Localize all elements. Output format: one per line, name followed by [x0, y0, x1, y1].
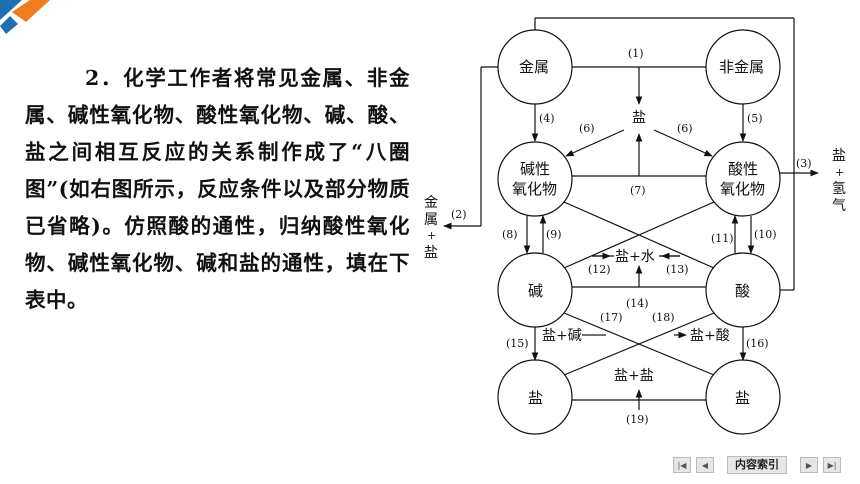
- basic-oxide-circle: [497, 141, 573, 217]
- side-left-4: 盐: [424, 245, 438, 261]
- label-9: (9): [546, 228, 562, 241]
- page-navigation: |◀ ◀ 内容索引 ▶ ▶|: [673, 455, 841, 475]
- next-page-icon[interactable]: ▶: [800, 457, 818, 473]
- label-14: (14): [626, 297, 649, 310]
- node-acidic-oxide-line1: 酸性: [728, 160, 758, 178]
- node-salt-left: 盐: [528, 389, 543, 407]
- label-19: (19): [626, 413, 649, 426]
- side-right-2: +: [835, 166, 844, 179]
- last-page-icon[interactable]: ▶|: [823, 457, 841, 473]
- label-8: (8): [502, 228, 518, 241]
- product-salt-water: 盐+水: [615, 249, 655, 265]
- node-base: 碱: [528, 282, 543, 300]
- label-16: (16): [746, 337, 769, 350]
- question-body: 化学工作者将常见金属、非金属、碱性氧化物、酸性氧化物、碱、酸、盐之间相互反应的关…: [25, 66, 411, 312]
- question-number: 2．: [85, 66, 124, 90]
- node-basic-oxide-line1: 碱性: [520, 160, 550, 178]
- question-text: 2．化学工作者将常见金属、非金属、碱性氧化物、酸性氧化物、碱、酸、盐之间相互反应…: [25, 60, 410, 319]
- side-left-2: 属: [424, 212, 438, 228]
- label-7: (7): [630, 184, 646, 197]
- node-nonmetal: 非金属: [719, 58, 764, 76]
- label-11: (11): [711, 232, 734, 245]
- product-salt-acid: 盐+酸: [690, 328, 730, 344]
- node-acid: 酸: [735, 282, 750, 300]
- node-acidic-oxide-line2: 氧化物: [720, 180, 765, 198]
- label-13: (13): [666, 263, 689, 276]
- label-1: (1): [628, 47, 644, 60]
- label-18: (18): [652, 311, 675, 324]
- node-salt-right: 盐: [735, 389, 750, 407]
- label-15: (15): [506, 337, 529, 350]
- label-10: (10): [754, 228, 777, 241]
- side-left-1: 金: [424, 195, 438, 211]
- label-6a: (6): [579, 122, 595, 135]
- label-12: (12): [588, 263, 611, 276]
- node-basic-oxide-line2: 氧化物: [512, 180, 557, 198]
- content-index-button[interactable]: 内容索引: [727, 456, 787, 474]
- label-5: (5): [747, 112, 763, 125]
- corner-logo: [0, 0, 50, 34]
- node-metal: 金属: [519, 58, 549, 76]
- side-left-3: +: [427, 229, 436, 242]
- first-page-icon[interactable]: |◀: [673, 457, 691, 473]
- label-2: (2): [451, 208, 467, 221]
- product-salt-salt: 盐+盐: [614, 368, 654, 384]
- product-salt-top: 盐: [632, 110, 646, 126]
- label-4: (4): [539, 112, 555, 125]
- acidic-oxide-circle: [705, 141, 781, 217]
- label-17: (17): [600, 311, 623, 324]
- side-right-3: 氢: [832, 181, 846, 197]
- label-6b: (6): [677, 122, 693, 135]
- label-3: (3): [796, 157, 812, 170]
- side-right-4: 气: [832, 198, 846, 214]
- product-salt-base: 盐+碱: [542, 328, 582, 344]
- eight-circle-diagram: 金属 非金属 碱性 氧化物 酸性 氧化物 碱 酸 盐 盐 盐 盐+水 盐+碱 盐…: [424, 17, 846, 435]
- side-right-1: 盐: [832, 148, 846, 164]
- prev-page-icon[interactable]: ◀: [696, 457, 714, 473]
